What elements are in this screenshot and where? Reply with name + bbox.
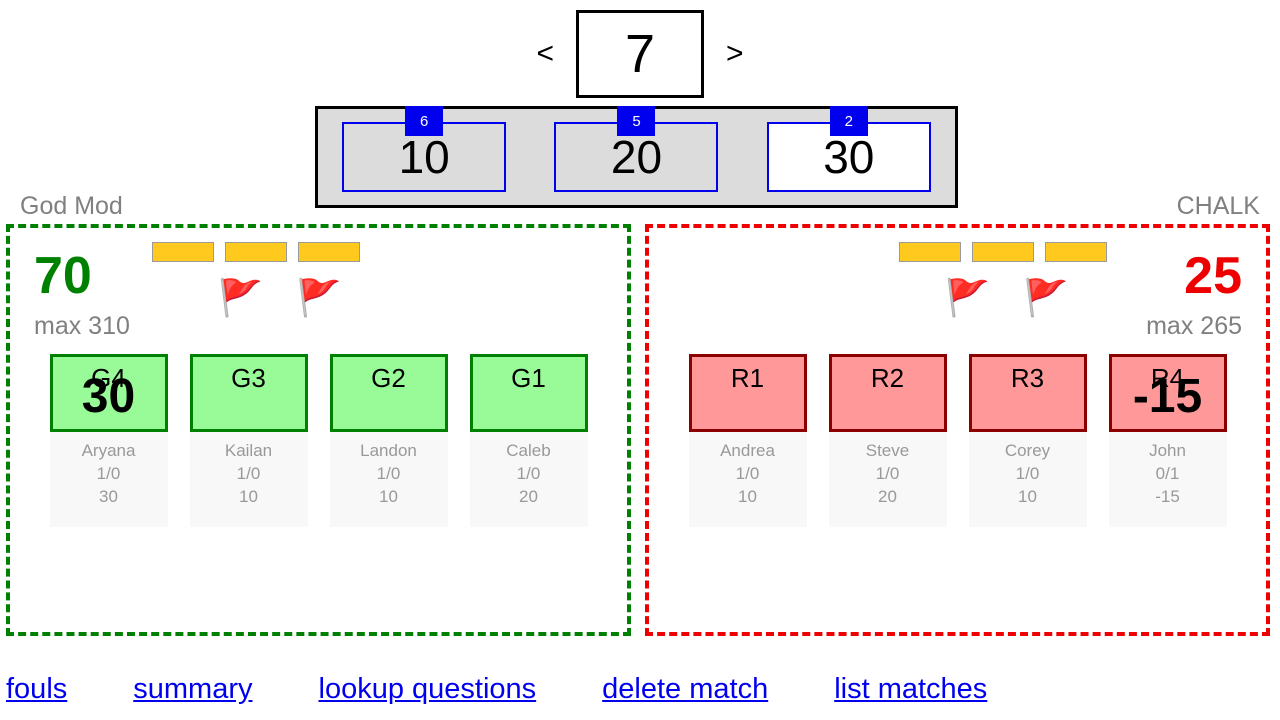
player-name: Andrea	[720, 441, 775, 460]
player-info: John 0/1 -15	[1108, 432, 1227, 527]
team-name-left: God Mod	[20, 192, 123, 220]
red-flags-left: 🚩🚩	[218, 280, 342, 316]
player-record: 1/0	[516, 463, 541, 483]
yellow-card-icon	[972, 242, 1034, 262]
yellow-cards-right	[899, 242, 1107, 262]
player-info: Landon 1/0 10	[329, 432, 448, 527]
player-record: 1/0	[96, 463, 121, 483]
player-points: 10	[379, 486, 398, 506]
points-badge-20: 5	[617, 106, 656, 136]
player-name: John	[1149, 441, 1186, 460]
yellow-card-icon	[152, 242, 214, 262]
team-score-right: 25	[1184, 247, 1242, 305]
player-points: 10	[738, 486, 757, 506]
player-name: Aryana	[81, 441, 136, 460]
player-info: Aryana 1/0 30	[49, 432, 168, 527]
red-flag-icon: 🚩	[945, 277, 990, 318]
yellow-card-icon	[1045, 242, 1107, 262]
player-record: 1/0	[236, 463, 261, 483]
player-card-G3[interactable]: G3	[189, 354, 308, 432]
player-tag: R2	[870, 363, 905, 393]
player-name: Kailan	[224, 441, 273, 460]
player-tag: G4	[91, 363, 126, 393]
player-card-R1[interactable]: R1	[688, 354, 807, 432]
player-name: Steve	[865, 441, 910, 460]
player-card-R2[interactable]: R2	[828, 354, 947, 432]
player-points: 10	[239, 486, 258, 506]
yellow-card-icon	[225, 242, 287, 262]
red-flag-icon: 🚩	[218, 277, 263, 318]
player-tag: G1	[511, 363, 546, 393]
player-record: 1/0	[735, 463, 760, 483]
player-points: 10	[1018, 486, 1037, 506]
player-record: 1/0	[875, 463, 900, 483]
player-card-G2[interactable]: G2	[329, 354, 448, 432]
yellow-card-icon	[899, 242, 961, 262]
points-badge-10: 6	[405, 106, 444, 136]
player-info: Corey 1/0 10	[968, 432, 1087, 527]
red-flag-icon: 🚩	[1023, 277, 1069, 318]
player-points: 20	[878, 486, 897, 506]
player-info: Steve 1/0 20	[828, 432, 947, 527]
player-tag: G3	[231, 363, 266, 393]
footer-link-lookup-questions[interactable]: lookup questions	[318, 673, 537, 705]
team-name-right: CHALK	[1176, 192, 1260, 220]
red-flag-icon: 🚩	[296, 277, 342, 318]
question-navigator: < 7 >	[0, 10, 1280, 98]
player-tag: R3	[1010, 363, 1045, 393]
footer-link-summary[interactable]: summary	[133, 673, 253, 705]
footer-link-list-matches[interactable]: list matches	[834, 673, 988, 705]
red-flags-right: 🚩🚩	[945, 280, 1069, 316]
team-max-right: max 265	[1146, 312, 1242, 340]
player-info: Caleb 1/0 20	[469, 432, 588, 527]
player-tag: R1	[730, 363, 765, 393]
player-info: Andrea 1/0 10	[688, 432, 807, 527]
player-tag: R4	[1150, 363, 1185, 393]
player-tag: G2	[371, 363, 406, 393]
player-points: -15	[1155, 486, 1180, 506]
player-card-R3[interactable]: R3	[968, 354, 1087, 432]
footer-link-delete-match[interactable]: delete match	[602, 673, 769, 705]
footer-links: fouls summary lookup questions delete match…	[0, 675, 1280, 704]
current-question-number[interactable]: 7	[576, 10, 704, 98]
yellow-card-icon	[298, 242, 360, 262]
player-name: Corey	[1004, 441, 1051, 460]
player-card-R4[interactable]: R4-15	[1108, 354, 1227, 432]
team-max-left: max 310	[34, 312, 130, 340]
player-points: 30	[99, 486, 118, 506]
next-question-button[interactable]: >	[726, 37, 744, 70]
player-record: 0/1	[1155, 463, 1180, 483]
player-record: 1/0	[1015, 463, 1040, 483]
points-badge-30: 2	[829, 106, 868, 136]
player-card-G1[interactable]: G1	[469, 354, 588, 432]
team-score-left: 70	[34, 247, 92, 305]
player-info: Kailan 1/0 10	[189, 432, 308, 527]
prev-question-button[interactable]: <	[536, 37, 554, 70]
yellow-cards-left	[152, 242, 360, 262]
player-name: Landon	[360, 441, 417, 460]
player-name: Caleb	[506, 441, 551, 460]
player-record: 1/0	[376, 463, 401, 483]
footer-link-fouls[interactable]: fouls	[6, 673, 68, 705]
player-points: 20	[519, 486, 538, 506]
